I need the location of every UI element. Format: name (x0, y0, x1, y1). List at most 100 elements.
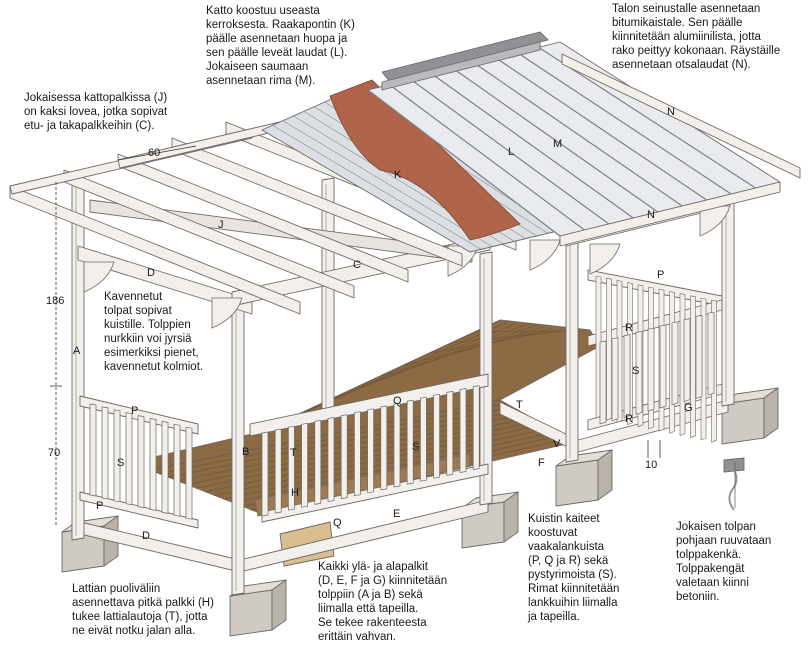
left-bottom-rail-p (79, 491, 199, 529)
concrete-footing-side-3 (597, 449, 613, 501)
label-g: G (684, 402, 693, 414)
concrete-footing-side-1 (271, 579, 287, 631)
front-baluster-7 (354, 411, 361, 497)
front-baluster-3 (301, 422, 308, 508)
label-f: F (538, 457, 545, 469)
note-tapered-posts: Kavennetut tolpat sopivat kuistille. Tol… (104, 291, 204, 373)
eave-fascia-n-side (561, 53, 801, 179)
left-baluster-3 (125, 412, 133, 506)
right-front-baluster-6 (671, 321, 679, 406)
label-n-top: N (667, 106, 675, 118)
left-baluster-7 (173, 423, 181, 517)
post-shoe-plate (723, 457, 745, 473)
corner-bracket-5 (589, 243, 621, 275)
note-railings: Kuistin kaiteet koostuvat vaakalankuista… (528, 513, 620, 623)
roof-batten-m-1 (388, 84, 585, 231)
corner-bracket-1 (211, 297, 243, 329)
left-baluster-2 (113, 409, 121, 503)
floor-board-back-seam-8 (452, 330, 573, 343)
note-roof-layers: Katto koostuu useasta kerroksesta. Raaka… (206, 5, 355, 87)
front-baluster-5 (327, 417, 335, 502)
right-back-baluster-9 (690, 295, 696, 439)
right-front-baluster-0 (599, 340, 607, 425)
roof-batten-m-7 (517, 52, 732, 195)
floor-board-seam-2 (168, 406, 513, 478)
label-q-lower: Q (333, 517, 342, 529)
left-baluster-0 (89, 403, 97, 497)
front-baluster-12 (420, 396, 427, 482)
corner-bracket-4 (699, 205, 731, 237)
porch-post-4 (721, 189, 735, 407)
label-t-back: T (516, 399, 523, 411)
roof-batten-m-3 (431, 73, 634, 219)
sheathing-seam-0 (261, 129, 471, 253)
rafter-j-3 (171, 137, 463, 267)
dimension-60: 60 (148, 147, 160, 159)
label-d-top: D (147, 267, 155, 279)
label-t-front: T (290, 447, 297, 459)
dimension-marks (50, 145, 661, 525)
left-baluster-6 (161, 421, 169, 514)
rafter-j-0 (9, 185, 301, 315)
floor-board-seam-0 (149, 399, 501, 471)
roof-batten-m-2 (410, 78, 610, 225)
label-m: M (553, 138, 562, 150)
right-front-baluster-3 (635, 331, 643, 415)
right-front-baluster-8 (695, 315, 703, 399)
label-d-bottom: D (142, 530, 150, 542)
concrete-footing-side-2 (503, 491, 519, 543)
label-r-upper: R (625, 322, 633, 334)
front-baluster-8 (367, 408, 374, 494)
label-j: J (218, 219, 224, 231)
label-k: K (394, 169, 402, 181)
left-baluster-8 (185, 426, 193, 520)
front-baluster-16 (472, 385, 480, 470)
label-p-low: P (96, 500, 103, 512)
right-front-baluster-2 (623, 334, 631, 418)
right-front-baluster-5 (659, 324, 667, 409)
front-baluster-13 (433, 393, 440, 479)
front-baluster-11 (406, 399, 414, 485)
label-l: L (508, 146, 514, 158)
bitumen-strip (381, 41, 541, 91)
note-wall-flashing: Talon seinustalle asennetaan bitumikaist… (612, 3, 781, 71)
front-baluster-15 (459, 388, 467, 473)
sheathing-seam-2 (282, 120, 493, 247)
front-baluster-2 (288, 425, 295, 511)
roof-batten-m-8 (538, 46, 756, 189)
dimension-10: 10 (645, 459, 657, 471)
note-floor-beam: Lattian puoliväliin asennettava pitkä pa… (72, 583, 214, 637)
label-c: C (353, 259, 361, 271)
right-front-baluster-4 (647, 327, 655, 412)
eave-fascia-n-bottom (559, 181, 781, 247)
label-s-front: S (412, 441, 419, 453)
corner-bracket-3 (529, 239, 561, 271)
front-top-rail-q (249, 373, 489, 437)
label-q-upper: Q (393, 395, 402, 407)
porch-post-1 (231, 293, 245, 596)
front-baluster-0 (261, 431, 269, 517)
label-s-right: S (632, 365, 639, 377)
roofing-felt (329, 79, 521, 241)
concrete-footing-1 (229, 589, 273, 637)
left-baluster-4 (137, 415, 145, 508)
top-beam-d (77, 245, 253, 315)
left-baluster-1 (101, 406, 109, 500)
label-e: E (393, 508, 400, 520)
note-post-footing: Jokaisen tolpan pohjaan ruuvataan tolppa… (676, 521, 772, 603)
roof-batten-m-5 (474, 62, 683, 207)
floor-board-back-seam-5 (380, 326, 546, 377)
left-baluster-5 (149, 418, 157, 511)
label-p-left: P (131, 405, 138, 417)
roof-batten-m-6 (495, 57, 708, 201)
label-p-right: P (657, 269, 664, 281)
post-shoe-anchor (728, 469, 738, 511)
label-a: A (73, 345, 81, 357)
sheathing-seam-1 (272, 125, 482, 250)
label-r-lower: R (625, 413, 633, 425)
part-labels: A B C D D E F G H J K L M N N P P P Q Q … (73, 106, 693, 542)
right-back-baluster-1 (606, 277, 612, 421)
front-baluster-6 (340, 414, 348, 499)
porch-post-3 (565, 233, 579, 463)
